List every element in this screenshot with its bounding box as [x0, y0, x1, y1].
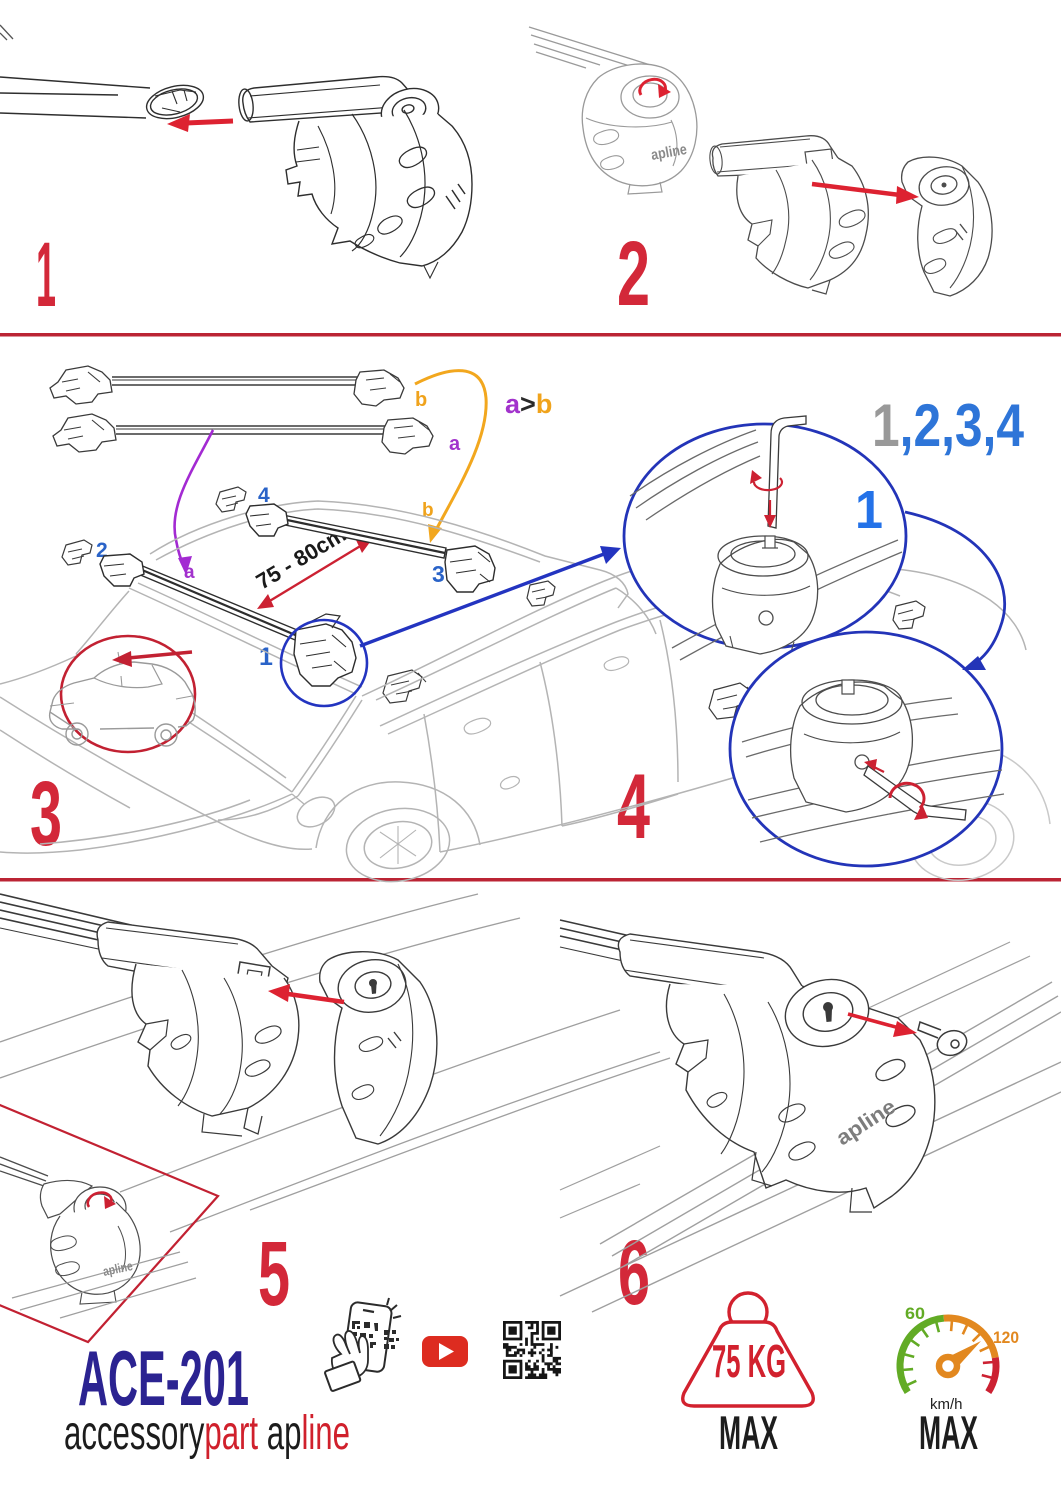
svg-text:ACE-201: ACE-201	[78, 1334, 249, 1422]
svg-text:MAX: MAX	[919, 1406, 978, 1459]
svg-text:apline: apline	[650, 141, 688, 164]
svg-text:1: 1	[259, 643, 273, 671]
svg-text:1: 1	[855, 480, 883, 540]
svg-text:75 KG: 75 KG	[712, 1335, 786, 1387]
svg-text:apline: apline	[102, 1258, 134, 1279]
svg-text:b: b	[422, 500, 434, 521]
svg-text:1: 1	[36, 224, 56, 326]
svg-text:5: 5	[258, 1223, 290, 1325]
svg-text:b: b	[415, 389, 427, 411]
svg-text:6: 6	[618, 1222, 650, 1324]
svg-text:a>b: a>b	[505, 389, 552, 419]
svg-text:120: 120	[993, 1328, 1019, 1347]
svg-text:MAX: MAX	[719, 1406, 778, 1459]
svg-text:2: 2	[96, 539, 108, 562]
svg-text:2: 2	[617, 223, 650, 325]
svg-text:a: a	[449, 433, 461, 455]
svg-text:3: 3	[432, 561, 445, 587]
svg-text:a: a	[184, 562, 195, 583]
svg-text:60: 60	[905, 1304, 925, 1323]
svg-text:1,2,3,4: 1,2,3,4	[872, 392, 1025, 459]
svg-text:4: 4	[258, 484, 270, 507]
svg-text:accessorypart apline: accessorypart apline	[64, 1407, 350, 1460]
svg-text:km/h: km/h	[930, 1396, 963, 1413]
svg-text:3: 3	[30, 763, 62, 865]
